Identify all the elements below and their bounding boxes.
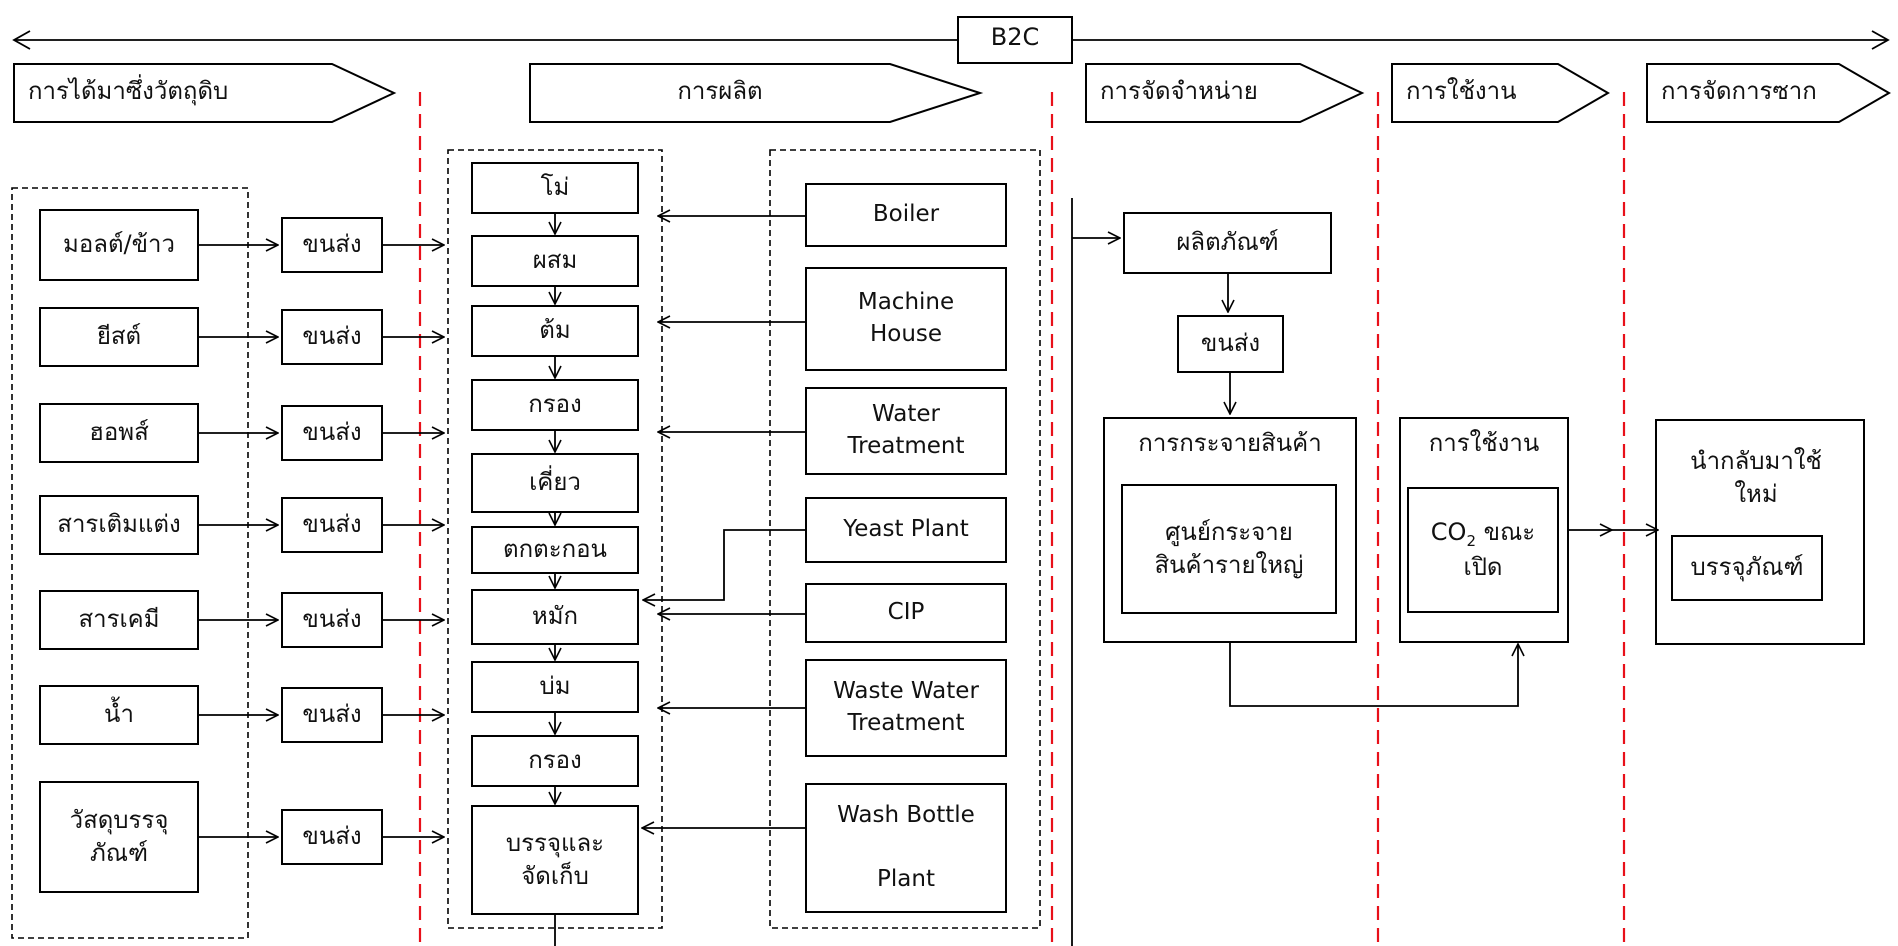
stage-production-shape xyxy=(529,63,984,123)
utility-label: Yeast Plant xyxy=(843,516,969,543)
distribution-title: การกระจายสินค้า xyxy=(1138,429,1322,458)
utility-label: Machine House xyxy=(857,289,955,347)
utility-box xyxy=(805,583,1007,643)
utility-label: Water Treatment xyxy=(847,401,965,459)
reuse-title: นำกลับมาใช้ ใหม่ xyxy=(1690,446,1822,508)
stage-production: การผลิต xyxy=(677,77,763,106)
co2-line2: เปิด xyxy=(1463,553,1503,582)
process-step-label: ต้ม xyxy=(539,316,571,345)
co2-emission-label: CO2 ขณะ เปิด xyxy=(1408,488,1558,612)
transport-label: ขนส่ง xyxy=(302,822,362,851)
raw-material-label: น้ำ xyxy=(104,700,134,729)
stage-raw-shape xyxy=(13,63,397,123)
utility-box xyxy=(805,183,1007,247)
transport-label: ขนส่ง xyxy=(302,230,362,259)
raw-material-label: วัสดุบรรจุ ภัณฑ์ xyxy=(69,805,169,867)
transport-label: ขนส่ง xyxy=(302,510,362,539)
process-step-label: ผสม xyxy=(532,246,578,275)
raw-material-label: ยีสต์ xyxy=(96,322,142,351)
utility-box xyxy=(805,783,1007,913)
dist-transport-label: ขนส่ง xyxy=(1200,329,1261,358)
raw-material-label: สารเคมี xyxy=(78,605,160,634)
process-step-label: เคี่ยว xyxy=(529,468,581,497)
utility-label: CIP xyxy=(887,599,925,626)
utility-box xyxy=(805,267,1007,371)
raw-material-label: ฮอพส์ xyxy=(89,418,149,447)
utility-label: Boiler xyxy=(872,201,940,228)
co2-box xyxy=(1407,487,1559,613)
co2-subscript: 2 xyxy=(1466,531,1476,550)
b2c-label: B2C xyxy=(990,23,1040,52)
use-title: การใช้งาน xyxy=(1428,429,1540,458)
raw-material-label: มอลต์/ข้าว xyxy=(63,230,175,259)
yeast-plant-connector xyxy=(643,529,806,600)
distribution-center-box xyxy=(1121,484,1337,614)
stage-use: การใช้งาน xyxy=(1406,77,1517,106)
distribution-center: ศูนย์กระจาย สินค้ารายใหญ่ xyxy=(1154,517,1304,579)
b2c-box xyxy=(957,16,1073,64)
stage-disposal-shape xyxy=(1646,63,1891,123)
b2c-arrowhead-left xyxy=(12,30,31,50)
raw-material-label: สารเติมแต่ง xyxy=(57,510,181,539)
utility-label: Wash Bottle Plant xyxy=(837,802,975,892)
process-group xyxy=(447,149,663,929)
stage-disposal: การจัดการซาก xyxy=(1661,77,1817,106)
disposal-box xyxy=(1655,419,1865,645)
utility-group xyxy=(769,149,1041,929)
stage-distribution-shape xyxy=(1085,63,1365,123)
utility-box xyxy=(805,387,1007,475)
process-step-label: โม่ xyxy=(540,173,570,202)
stage-distribution: การจัดจำหน่าย xyxy=(1100,77,1258,106)
process-step-label: หมัก xyxy=(531,602,579,631)
co2-prefix: CO xyxy=(1430,517,1467,546)
packaging-box xyxy=(1671,535,1823,601)
process-step-label: กรอง xyxy=(528,390,582,419)
distribution-to-use-arrow xyxy=(1229,642,1518,707)
transport-label: ขนส่ง xyxy=(302,605,362,634)
transport-label: ขนส่ง xyxy=(302,700,362,729)
process-step-label: บรรจุและ จัดเก็บ xyxy=(505,828,605,890)
stage-raw-material: การได้มาซึ่งวัตถุดิบ xyxy=(28,77,229,106)
raw-material-group xyxy=(11,187,249,939)
product-box-label: ผลิตภัณฑ์ xyxy=(1176,228,1279,257)
transport-label: ขนส่ง xyxy=(302,322,362,351)
transport-label: ขนส่ง xyxy=(302,418,362,447)
packaging-box-label: บรรจุภัณฑ์ xyxy=(1690,553,1804,582)
process-step-label: กรอง xyxy=(528,746,582,775)
process-step-label: ตกตะกอน xyxy=(503,535,607,564)
utility-label: Waste Water Treatment xyxy=(833,678,979,736)
stage-use-shape xyxy=(1391,63,1610,123)
b2c-arrowhead-right xyxy=(1871,30,1890,50)
process-step-label: บ่ม xyxy=(539,672,571,701)
co2-suffix: ขณะ xyxy=(1476,517,1536,546)
